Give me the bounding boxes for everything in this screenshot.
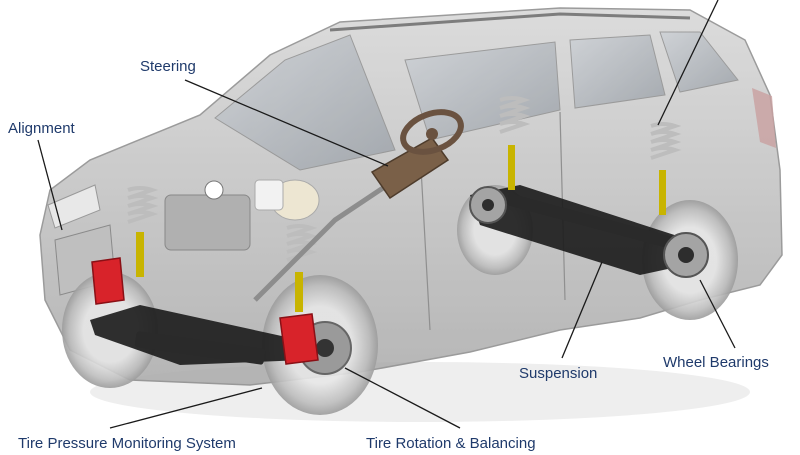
- engine-block: [164, 194, 251, 251]
- leader-line-wheel-bearings: [699, 279, 736, 349]
- tail-light: [752, 88, 776, 148]
- coolant-reservoir: [254, 179, 284, 211]
- axle-beam-icon: [470, 185, 700, 275]
- label-tire-pressure-monitoring: Tire Pressure Monitoring System: [18, 435, 236, 452]
- roof-rail: [329, 12, 691, 32]
- label-steering: Steering: [140, 58, 196, 75]
- brake-master-cylinder: [204, 180, 224, 200]
- quarter-window: [659, 31, 739, 93]
- leader-line-alignment: [37, 139, 63, 231]
- windshield: [214, 34, 396, 171]
- coil-spring-icon: [127, 186, 159, 277]
- front-crossmember: [134, 331, 266, 365]
- label-wheel-bearings: Wheel Bearings: [663, 354, 769, 371]
- coil-spring-icon: [650, 122, 682, 215]
- brake-caliper-icon: [91, 257, 125, 305]
- coil-spring-icon: [499, 96, 531, 190]
- brake-caliper-icon: [279, 313, 319, 365]
- steering-wheel-icon: [400, 109, 464, 155]
- steering-column: [253, 177, 397, 302]
- headlight: [47, 184, 101, 229]
- leader-line-top-right: [657, 0, 719, 126]
- leader-line-steering: [184, 79, 389, 167]
- label-alignment: Alignment: [8, 120, 75, 137]
- brake-disc-icon: [663, 232, 709, 278]
- leader-line-tpms: [109, 387, 263, 429]
- leader-line-tire-rotation: [344, 367, 461, 429]
- rear-side-window: [569, 34, 666, 109]
- label-suspension: Suspension: [519, 365, 598, 382]
- brake-disc-icon: [469, 186, 507, 224]
- leader-line-suspension: [561, 261, 603, 359]
- label-tire-rotation-balancing: Tire Rotation & Balancing: [366, 435, 536, 452]
